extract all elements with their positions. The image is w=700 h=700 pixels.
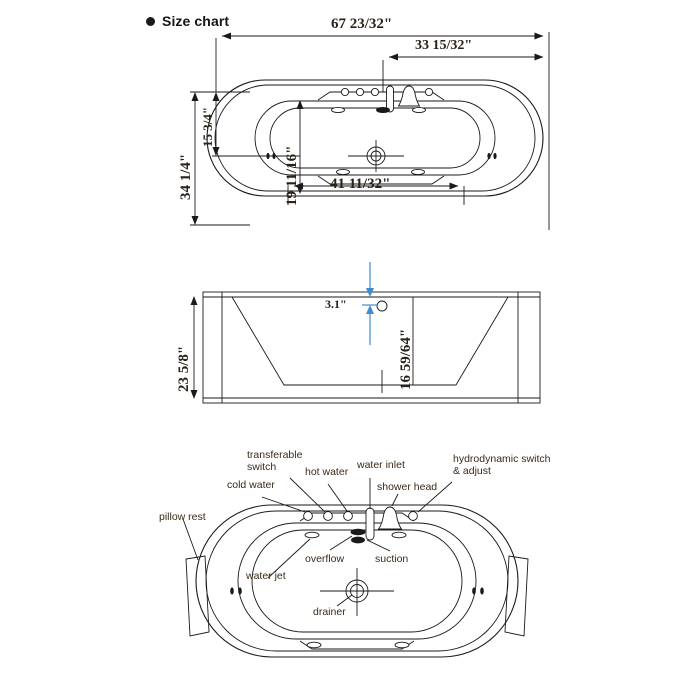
top-view-dimension-lines <box>190 32 550 230</box>
callout-hydrodynamic-switch-line2: & adjust <box>453 465 491 477</box>
dim-overflow-offset: 3.1" <box>325 297 347 311</box>
callout-water-jet: water jet <box>246 570 286 582</box>
bullet-dot-icon <box>146 16 155 26</box>
callout-pillow-rest: pillow rest <box>159 511 206 523</box>
dim-offset-width: 15 3/4" <box>200 106 215 147</box>
top-plan-view-geometry <box>206 79 544 197</box>
dim-water-depth: 16 59/64" <box>398 328 414 390</box>
dim-overall-height: 23 5/8" <box>176 345 192 392</box>
callout-drainer: drainer <box>313 606 346 618</box>
callout-suction: suction <box>375 553 409 565</box>
feature-callout-view-geometry <box>182 477 529 658</box>
dim-overall-length: 67 23/32" <box>331 16 393 32</box>
callout-hydrodynamic-switch-line1: hydrodynamic switch <box>453 453 551 465</box>
dim-inner-length: 41 11/32" <box>330 176 391 192</box>
page-title-text: Size chart <box>162 13 230 29</box>
dim-overall-width: 34 1/4" <box>178 153 194 200</box>
page-title: Size chart <box>146 13 229 29</box>
callout-hot-water: hot water <box>305 466 349 478</box>
callout-transferable-switch-line1: transferable <box>247 449 303 461</box>
callout-water-inlet: water inlet <box>357 459 405 471</box>
callout-transferable-switch-line2: switch <box>247 461 277 473</box>
callout-shower-head: shower head <box>377 481 438 493</box>
callout-cold-water: cold water <box>227 479 275 491</box>
dim-half-length: 33 15/32" <box>415 38 473 53</box>
dim-inner-width: 19 11/16" <box>284 145 300 206</box>
side-elevation-view-geometry <box>190 262 541 404</box>
callout-overflow: overflow <box>305 553 345 565</box>
